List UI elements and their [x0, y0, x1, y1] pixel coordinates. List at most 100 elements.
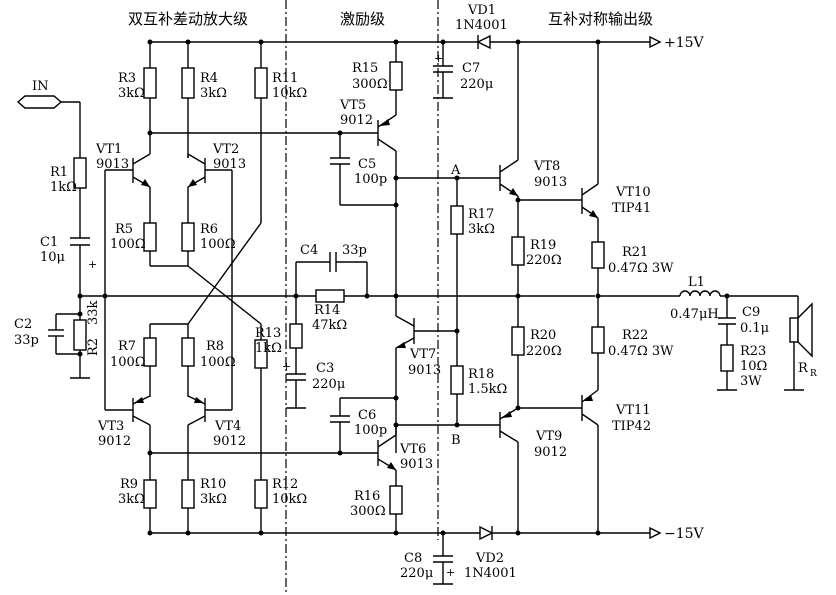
r10-resistor: R10 3kΩ: [181, 477, 227, 533]
svg-text:VT10: VT10: [615, 185, 651, 200]
svg-text:VD1: VD1: [467, 3, 496, 18]
c9-capacitor: C9 0.1μ: [718, 296, 769, 345]
svg-text:1N4001: 1N4001: [455, 18, 508, 33]
svg-text:R14: R14: [314, 303, 340, 318]
svg-text:47kΩ: 47kΩ: [312, 318, 347, 333]
svg-text:C6: C6: [358, 408, 376, 423]
c3-capacitor: + C3 220μ: [282, 296, 345, 409]
svg-text:R4: R4: [200, 71, 218, 86]
c6-capacitor: C6 100p: [330, 395, 399, 456]
svg-text:+: +: [446, 566, 455, 579]
svg-text:+: +: [434, 52, 443, 65]
svg-text:220Ω: 220Ω: [526, 344, 562, 359]
node-b-label: B: [451, 433, 461, 448]
svg-text:C3: C3: [316, 361, 334, 376]
r3-resistor: R3 3kΩ: [118, 42, 157, 133]
svg-text:R17: R17: [468, 207, 494, 222]
svg-text:TIP41: TIP41: [612, 201, 651, 216]
r9-resistor: R9 3kΩ: [118, 477, 157, 533]
r20-resistor: R20 220Ω: [511, 326, 562, 408]
vt6-transistor: VT6 9013: [377, 425, 433, 486]
vt10-transistor: VT10 TIP41: [581, 42, 651, 242]
svg-text:9012: 9012: [98, 434, 131, 449]
r18-resistor: R18 1.5kΩ: [450, 331, 507, 425]
svg-text:VD2: VD2: [475, 551, 504, 566]
svg-text:9013: 9013: [96, 157, 129, 172]
r2-resistor: R2 33k: [73, 296, 101, 378]
svg-text:1kΩ: 1kΩ: [50, 180, 77, 195]
svg-text:3kΩ: 3kΩ: [200, 492, 227, 507]
svg-text:VT1: VT1: [95, 142, 122, 157]
vd1-diode: VD1 1N4001: [455, 3, 508, 50]
svg-text:R8: R8: [206, 339, 224, 354]
svg-text:R1: R1: [50, 165, 68, 180]
rail-label-pos: +15V: [664, 35, 705, 51]
vt4-transistor: VT4 9012: [187, 395, 246, 480]
svg-text:100Ω: 100Ω: [110, 355, 146, 370]
r21-resistor: R21 0.47Ω 3W: [591, 241, 674, 327]
svg-text:R: R: [810, 369, 817, 379]
vt1-transistor: VT1 9013: [95, 133, 151, 223]
r12-resistor: R12 10kΩ: [254, 477, 307, 533]
svg-text:0.47μH: 0.47μH: [670, 307, 719, 322]
svg-text:L1: L1: [688, 275, 705, 290]
svg-text:9013: 9013: [400, 457, 433, 472]
svg-text:0.1μ: 0.1μ: [740, 321, 769, 336]
svg-text:R20: R20: [530, 328, 556, 343]
svg-text:10kΩ: 10kΩ: [272, 86, 307, 101]
svg-text:100Ω: 100Ω: [200, 237, 236, 252]
speaker-icon: R R: [784, 296, 817, 391]
svg-text:R23: R23: [740, 344, 766, 359]
svg-text:R18: R18: [468, 367, 494, 382]
svg-text:33k: 33k: [86, 300, 101, 325]
r16-resistor: R16 300Ω: [350, 485, 403, 533]
svg-text:0.47Ω 3W: 0.47Ω 3W: [608, 344, 674, 359]
svg-text:R21: R21: [622, 245, 648, 260]
section-title-output: 互补对称输出级: [548, 10, 653, 28]
svg-text:R15: R15: [352, 61, 378, 76]
svg-text:R3: R3: [118, 71, 136, 86]
c8-capacitor: + C8 220μ: [400, 530, 455, 585]
svg-text:C2: C2: [14, 317, 32, 332]
svg-text:C5: C5: [358, 157, 376, 172]
r11-resistor: R11 10kΩ: [254, 42, 307, 223]
svg-text:100Ω: 100Ω: [110, 237, 146, 252]
svg-text:100p: 100p: [354, 423, 387, 438]
svg-text:R2: R2: [86, 338, 101, 356]
rail-label-neg: −15V: [664, 526, 705, 542]
svg-text:9012: 9012: [213, 434, 246, 449]
svg-text:VT4: VT4: [214, 419, 241, 434]
input-label: IN: [32, 79, 49, 94]
svg-text:3W: 3W: [740, 374, 762, 389]
vt2-transistor: VT2 9013: [187, 142, 246, 410]
svg-text:R9: R9: [120, 477, 138, 492]
svg-text:C1: C1: [40, 235, 58, 250]
r8-resistor: R8 100Ω: [181, 324, 236, 397]
input-terminal: IN: [16, 79, 81, 158]
svg-text:9012: 9012: [534, 445, 567, 460]
svg-text:220μ: 220μ: [400, 566, 433, 581]
r4-resistor: R4 3kΩ: [181, 42, 227, 158]
svg-text:3kΩ: 3kΩ: [468, 222, 495, 237]
c1-capacitor: + C1 10μ: [40, 235, 97, 296]
svg-text:300Ω: 300Ω: [352, 77, 388, 92]
r15-resistor: R15 300Ω: [352, 42, 403, 115]
svg-text:C4: C4: [300, 243, 318, 258]
svg-text:33p: 33p: [14, 333, 39, 348]
section-title-diff: 双互补差动放大级: [128, 10, 248, 28]
svg-text:VT8: VT8: [533, 159, 560, 174]
svg-text:+: +: [88, 258, 97, 271]
r7-resistor: R7 100Ω: [110, 324, 157, 397]
c7-capacitor: + C7 220μ: [433, 39, 493, 99]
svg-text:R19: R19: [530, 238, 556, 253]
svg-text:220Ω: 220Ω: [526, 253, 562, 268]
r5-resistor: R5 100Ω: [110, 222, 157, 266]
r6-resistor: R6 100Ω: [181, 222, 236, 266]
vt9-transistor: VT9 9012: [499, 407, 567, 533]
c2-capacitor: C2 33p: [14, 313, 80, 355]
svg-text:33p: 33p: [342, 243, 367, 258]
load-label: R: [798, 361, 809, 376]
r14-resistor: R14 47kΩ: [312, 289, 347, 333]
svg-text:+: +: [282, 360, 291, 373]
